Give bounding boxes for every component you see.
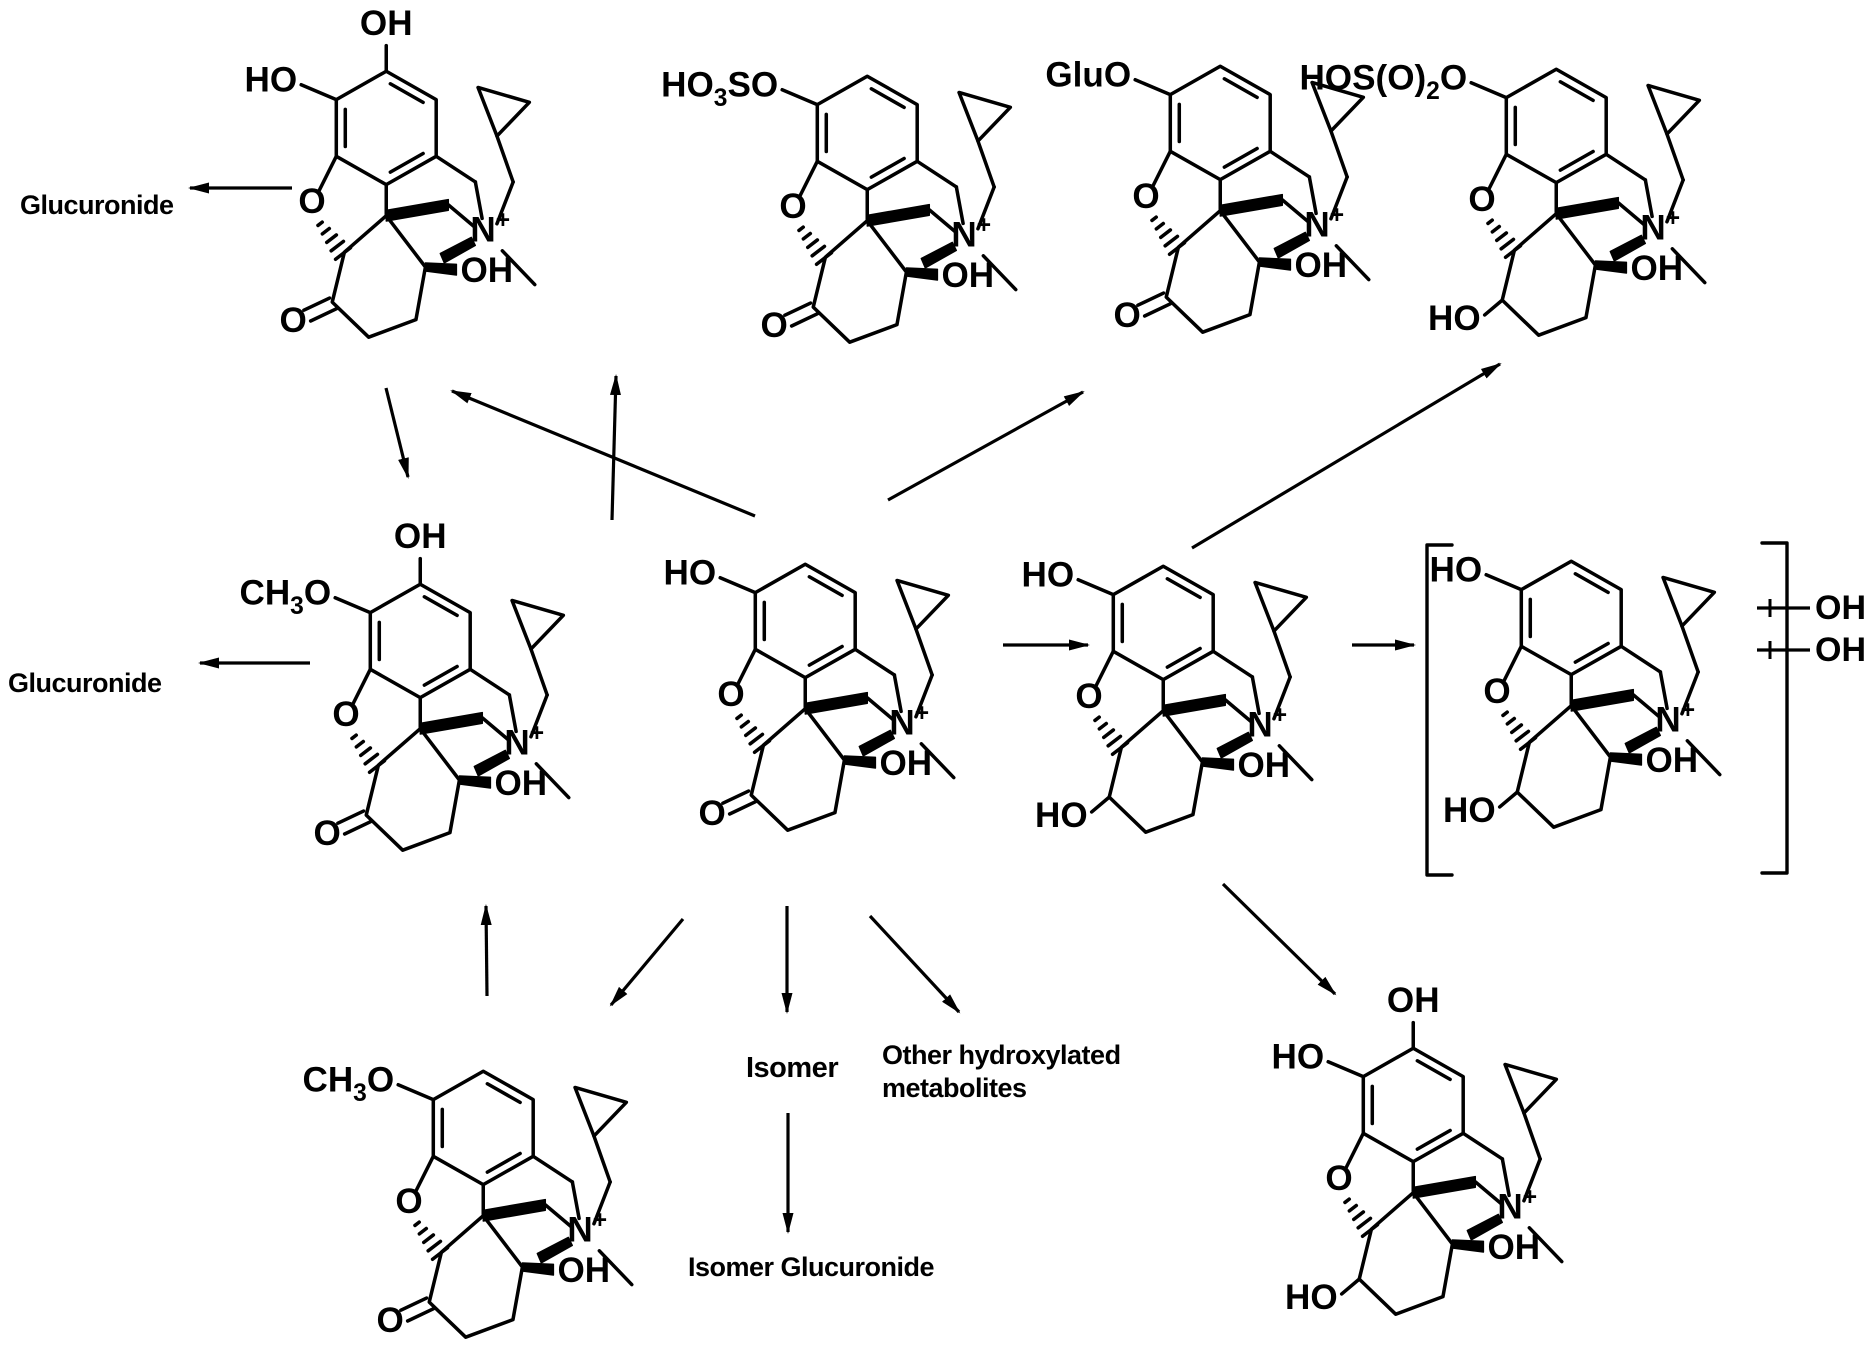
- svg-text:CH3O: CH3O: [302, 1061, 394, 1107]
- svg-text:HO: HO: [1035, 796, 1088, 835]
- svg-text:O: O: [1483, 672, 1510, 711]
- svg-text:N+: N+: [1304, 202, 1344, 245]
- svg-text:OH: OH: [394, 517, 447, 556]
- reaction-arrow-parent-to-glucuronide-conjugate: [887, 390, 1085, 502]
- svg-text:HO3SO: HO3SO: [661, 66, 778, 112]
- reaction-arrow-parent-to-methoxy-ketone: [609, 917, 685, 1007]
- label-other-hydroxylated-line2: metabolites: [882, 1073, 1027, 1103]
- svg-text:OH: OH: [1295, 246, 1348, 285]
- reaction-arrow-parent-to-catechol: [450, 389, 756, 518]
- svg-text:OH: OH: [880, 744, 933, 783]
- reaction-arrow-6-hydroxy-to-catechol-6-hydroxy: [1221, 882, 1337, 996]
- svg-text:HO: HO: [245, 61, 298, 100]
- bracket-oh-label-2: OH: [1815, 631, 1866, 669]
- reaction-arrow-catechol-to-methoxy-catechol: [384, 387, 410, 479]
- svg-text:HO: HO: [1428, 299, 1481, 338]
- label-other-hydroxylated-line1: Other hydroxylated: [882, 1040, 1121, 1070]
- structure-sulfate-ketone: O O OHN+ HO3SO: [661, 66, 1018, 345]
- svg-text:O: O: [313, 814, 340, 853]
- bracket-oh-label-1: OH: [1815, 589, 1866, 627]
- svg-text:OH: OH: [1488, 1228, 1541, 1267]
- reaction-arrows: [188, 182, 1502, 1234]
- label-glucuronide-middle: Glucuronide: [8, 668, 162, 698]
- label-glucuronide-top: Glucuronide: [20, 190, 174, 220]
- svg-text:N+: N+: [567, 1207, 607, 1250]
- svg-text:GluO: GluO: [1045, 56, 1131, 95]
- reaction-arrow-parent-to-other-hydroxylated: [868, 914, 961, 1014]
- svg-text:O: O: [376, 1301, 403, 1340]
- svg-text:N+: N+: [1247, 702, 1287, 745]
- svg-text:HO: HO: [664, 554, 717, 593]
- svg-text:N+: N+: [1640, 205, 1680, 248]
- svg-text:OH: OH: [1646, 741, 1699, 780]
- svg-text:OH: OH: [461, 251, 514, 290]
- svg-text:CH3O: CH3O: [239, 574, 331, 620]
- label-isomer-glucuronide: Isomer Glucuronide: [688, 1252, 935, 1282]
- svg-text:HO: HO: [1272, 1038, 1325, 1077]
- svg-text:OH: OH: [1631, 249, 1684, 288]
- svg-text:O: O: [395, 1182, 422, 1221]
- svg-text:OH: OH: [495, 764, 548, 803]
- svg-text:O: O: [298, 182, 325, 221]
- svg-text:N+: N+: [470, 207, 510, 250]
- svg-text:HOS(O)2O: HOS(O)2O: [1299, 59, 1467, 105]
- bracket-left: [1425, 543, 1454, 877]
- structure-6-hydroxy-metabolite: O HO OHN+ HO: [1022, 556, 1314, 835]
- svg-text:O: O: [1075, 677, 1102, 716]
- svg-text:HO: HO: [1285, 1278, 1338, 1317]
- bracket-right: [1760, 541, 1789, 875]
- svg-text:O: O: [279, 301, 306, 340]
- svg-text:O: O: [1113, 296, 1140, 335]
- structure-parent-compound: O O OHN+ HO: [664, 554, 956, 833]
- svg-text:OH: OH: [1387, 981, 1440, 1020]
- svg-text:N+: N+: [889, 700, 929, 743]
- reaction-arrow-parent-to-sulfate: [609, 374, 621, 521]
- svg-text:OH: OH: [360, 4, 413, 43]
- svg-text:O: O: [1132, 177, 1159, 216]
- bracket-group: OH OH: [1425, 541, 1866, 877]
- svg-text:HO: HO: [1022, 556, 1075, 595]
- svg-text:N+: N+: [951, 212, 991, 255]
- svg-text:N+: N+: [504, 720, 544, 763]
- svg-text:O: O: [760, 306, 787, 345]
- reaction-arrow-hydroxy-to-sulfate-6-hydroxy: [1191, 362, 1502, 550]
- svg-text:HO: HO: [1443, 791, 1496, 830]
- molecule-structures: OOOHN+OHHOOOOHN+HO3SOOOOHN+GluOOHOOHN+HO…: [239, 4, 1722, 1340]
- svg-text:O: O: [332, 695, 359, 734]
- svg-text:N+: N+: [1497, 1184, 1537, 1227]
- reaction-arrow-methoxy-ketone-to-methoxy-catechol: [480, 904, 492, 997]
- svg-text:O: O: [698, 794, 725, 833]
- label-isomer: Isomer: [746, 1052, 839, 1084]
- svg-text:HO: HO: [1430, 551, 1483, 590]
- structure-hydroxylated-6-hydroxy: O HO OHN+ HO: [1430, 551, 1722, 830]
- svg-text:O: O: [1325, 1159, 1352, 1198]
- svg-text:O: O: [717, 675, 744, 714]
- svg-text:OH: OH: [558, 1251, 611, 1290]
- svg-text:OH: OH: [1238, 746, 1291, 785]
- structure-glucuronide-conjugate: O O OHN+ GluO: [1045, 56, 1371, 335]
- structure-methoxy-ketone: O O OHN+ CH3O: [302, 1061, 634, 1340]
- svg-text:O: O: [779, 187, 806, 226]
- svg-text:O: O: [1468, 180, 1495, 219]
- svg-text:N+: N+: [1655, 697, 1695, 740]
- svg-text:OH: OH: [942, 256, 995, 295]
